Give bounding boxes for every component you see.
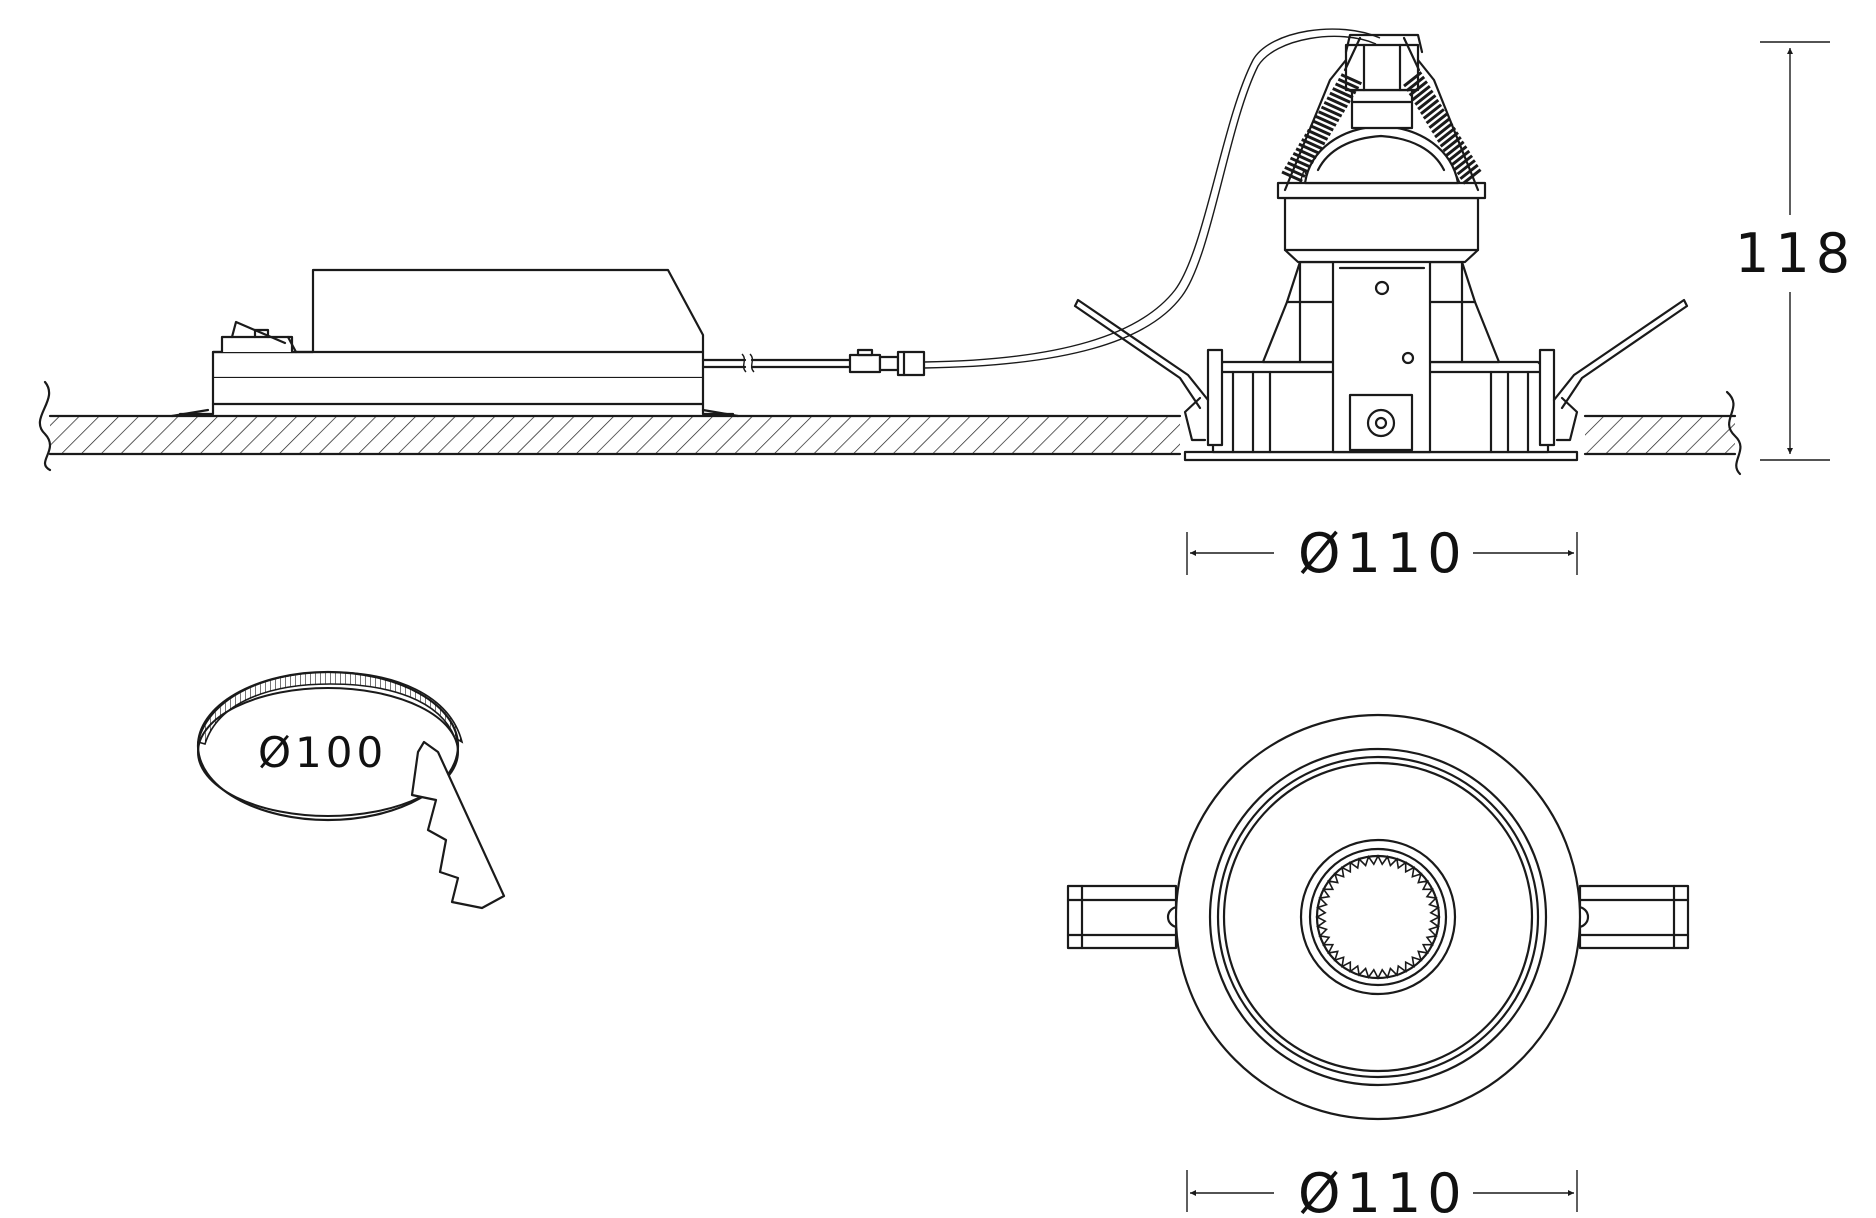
led-driver-box [170, 268, 740, 418]
height-label: 118 [1735, 222, 1856, 285]
torsion-spring-right [1403, 71, 1482, 185]
cutout-label: Ø100 [258, 728, 387, 777]
height-dimension [1760, 41, 1830, 461]
cutout-icon [196, 670, 506, 910]
clip-right [1566, 884, 1690, 950]
lamp-cable-return [923, 35, 1377, 369]
clip-left [1066, 884, 1190, 950]
side-diameter-label: Ø110 [1298, 522, 1468, 585]
downlight-side-view [1073, 33, 1689, 462]
bottom-diameter-label: Ø110 [1298, 1162, 1468, 1218]
side-diameter-dimension [1186, 532, 1578, 575]
side-view [38, 28, 1742, 476]
lens-serrations [1315, 854, 1441, 980]
torsion-spring-left [1281, 73, 1363, 183]
driver-cable [701, 353, 852, 373]
inline-connector [848, 348, 926, 377]
bottom-diameter-dimension [1186, 1170, 1578, 1212]
lamp-cable [923, 28, 1381, 363]
bottom-view [1066, 713, 1690, 1121]
ceiling-section [38, 380, 1742, 476]
